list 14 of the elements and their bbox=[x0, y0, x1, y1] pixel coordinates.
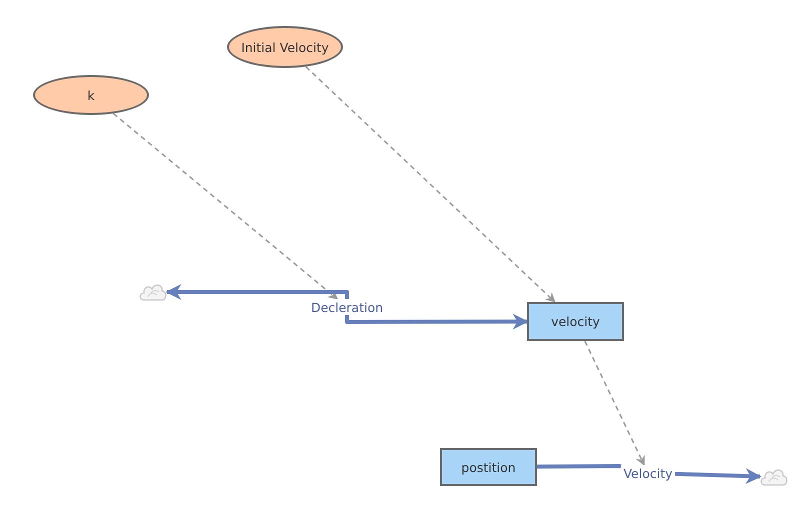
stock-name: postition bbox=[461, 460, 516, 474]
flow-label: Velocity bbox=[621, 465, 675, 481]
stock-box bbox=[440, 448, 537, 486]
variable-name: k bbox=[87, 88, 95, 102]
dashed-link-arrow bbox=[305, 66, 556, 303]
variable-name: Initial Velocity bbox=[241, 40, 329, 54]
dashed-link-arrow bbox=[584, 340, 645, 466]
flow-pipe-arrow bbox=[674, 468, 762, 484]
stock-box bbox=[527, 302, 624, 341]
flow-label: Decleration bbox=[309, 299, 385, 315]
flow-pipe-arrow bbox=[165, 284, 349, 300]
stock-name: velocity bbox=[551, 314, 600, 329]
dashed-link-arrow bbox=[112, 112, 338, 300]
flow-pipe-arrow bbox=[345, 314, 529, 330]
